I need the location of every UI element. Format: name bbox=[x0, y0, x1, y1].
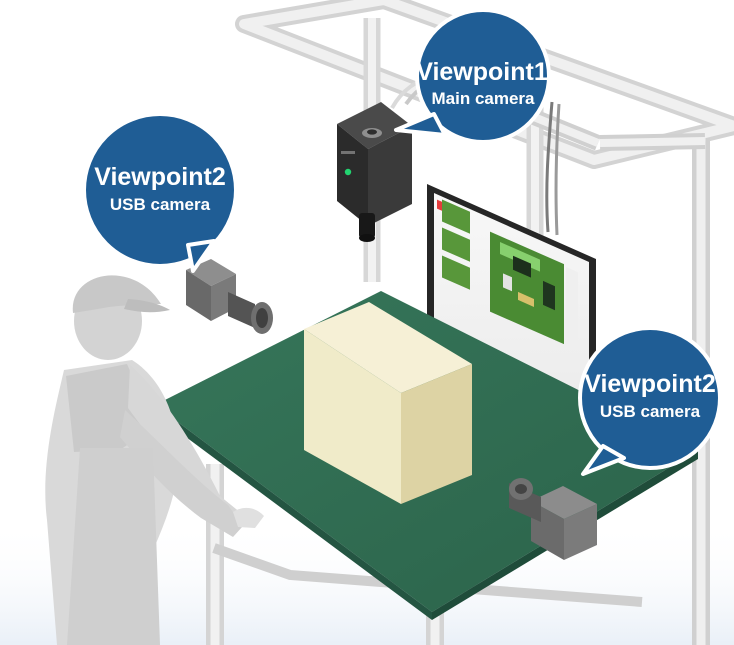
usb-camera-left-title: Viewpoint2 bbox=[94, 163, 226, 191]
main-camera-icon bbox=[337, 102, 412, 242]
main-camera-title: Viewpoint1 bbox=[416, 58, 548, 86]
main-camera-callout: Viewpoint1 Main camera bbox=[394, 8, 551, 144]
usb-camera-left-icon bbox=[186, 259, 273, 334]
usb-camera-right-icon bbox=[509, 478, 597, 560]
box-icon bbox=[304, 302, 472, 504]
usb-camera-left-subtitle: USB camera bbox=[110, 195, 211, 214]
usb-camera-left-callout: Viewpoint2 USB camera bbox=[82, 112, 238, 273]
main-camera-subtitle: Main camera bbox=[432, 89, 536, 108]
person-icon bbox=[45, 275, 264, 645]
monitor-icon bbox=[427, 184, 596, 416]
usb-camera-right-subtitle: USB camera bbox=[600, 402, 701, 421]
usb-camera-right-callout: Viewpoint2 USB camera bbox=[578, 326, 722, 476]
usb-camera-right-title: Viewpoint2 bbox=[584, 370, 716, 398]
